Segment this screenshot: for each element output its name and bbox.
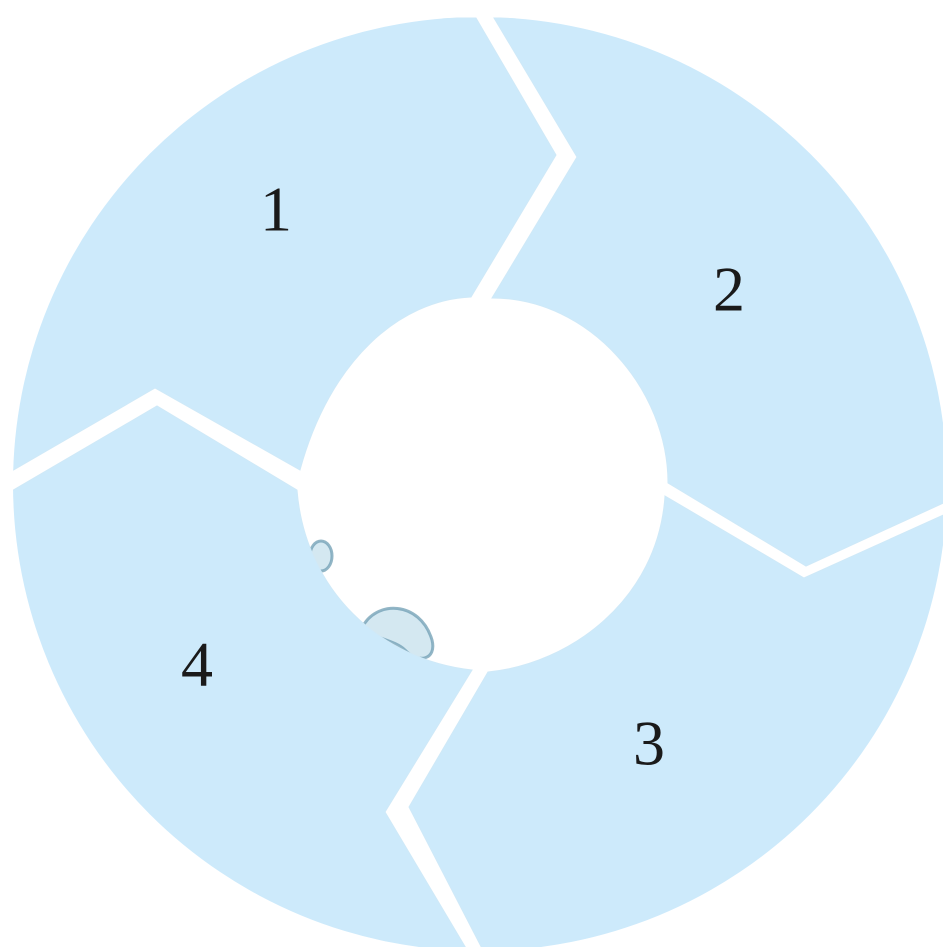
segment-label-2: 2	[713, 254, 745, 325]
segment-label-1: 1	[260, 174, 292, 245]
segment-label-3: 3	[633, 708, 665, 779]
segment-label-4: 4	[181, 629, 213, 700]
